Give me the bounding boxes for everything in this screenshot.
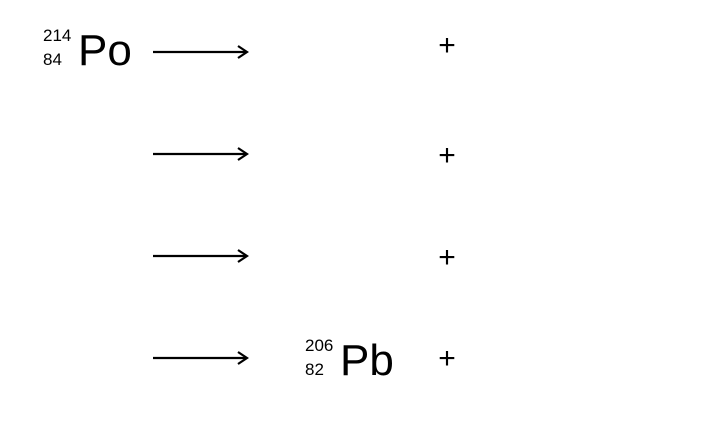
reactant-atomic-number: 84: [43, 50, 62, 69]
reactant-element-symbol: Po: [78, 26, 132, 75]
plus-sign: +: [438, 241, 456, 274]
plus-sign: +: [438, 342, 456, 375]
reactant-mass-number: 214: [43, 26, 72, 45]
product-element-symbol: Pb: [340, 336, 394, 385]
right-arrow-icon: [152, 350, 252, 366]
right-arrow-icon: [152, 44, 252, 60]
plus-sign: +: [438, 29, 456, 62]
product-mass-number: 206: [305, 336, 334, 355]
plus-sign: +: [438, 139, 456, 172]
right-arrow-icon: [152, 248, 252, 264]
right-arrow-icon: [152, 146, 252, 162]
product-atomic-number: 82: [305, 360, 324, 379]
